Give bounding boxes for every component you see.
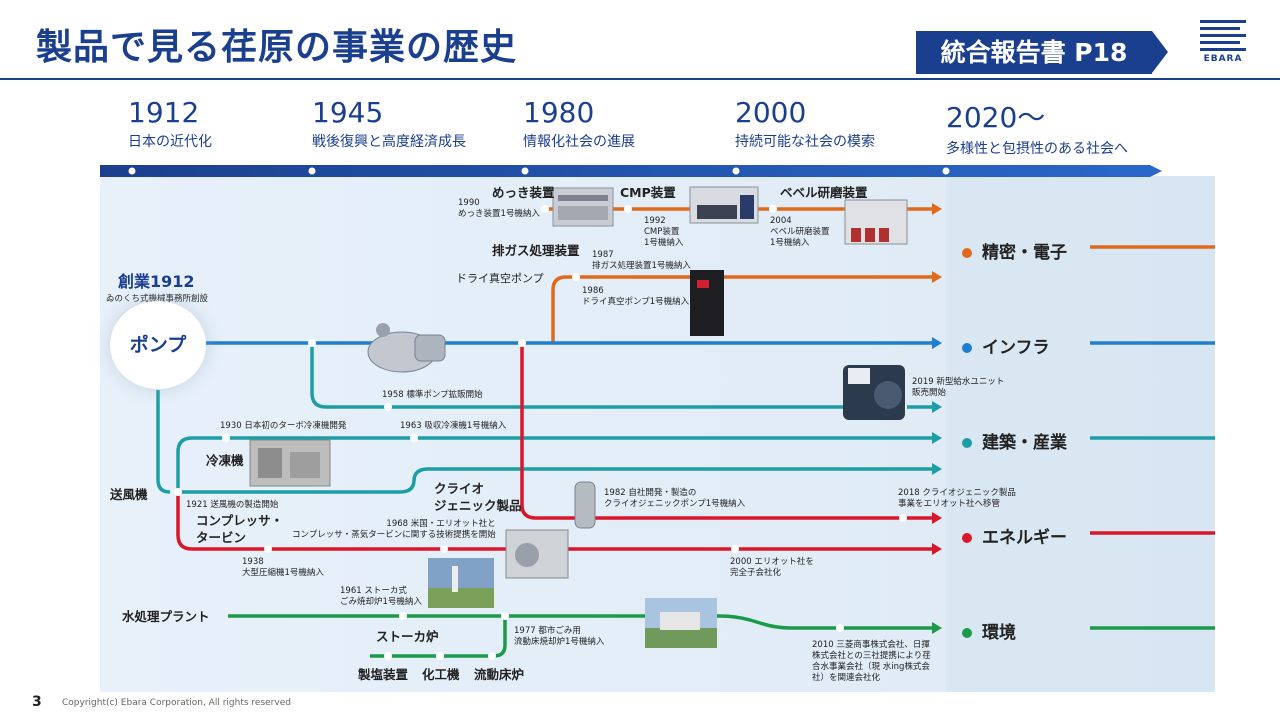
event-1938: 1938 大型圧縮機1号機納入 xyxy=(242,557,324,578)
product-cmp: CMP装置 xyxy=(620,185,676,200)
event-1963: 1963 吸収冷凍機1号機納入 xyxy=(400,421,507,431)
product-refrigerator: 冷凍機 xyxy=(206,453,244,468)
event-1921: 1921 送風機の製造開始 xyxy=(186,500,279,510)
pump-label: ポンプ xyxy=(129,334,187,356)
compressor-photo xyxy=(505,529,569,579)
stoker-plant-photo xyxy=(428,558,494,608)
standard-pump-image xyxy=(367,323,446,373)
event-1982: 1982 自社開発・製造の クライオジェニックポンプ1号機納入 xyxy=(604,488,746,509)
teal-dot-icon xyxy=(962,438,972,448)
product-exhaust: 排ガス処理装置 xyxy=(492,243,580,258)
report-label: 統合報告書 P18 xyxy=(940,38,1128,67)
plating-machine-image xyxy=(552,187,614,227)
era-2020: 2020〜多様性と包摂性のある社会へ xyxy=(946,101,1128,157)
product-stoker: ストーカ炉 xyxy=(376,629,439,644)
product-salt: 製塩装置 xyxy=(358,667,409,682)
product-blower: 送風機 xyxy=(110,487,148,502)
category-energy: エネルギー xyxy=(962,523,1067,548)
product-water-plant: 水処理プラント xyxy=(122,609,210,624)
pump-origin-node: ポンプ xyxy=(110,301,206,389)
event-2004: 2004 ベベル研磨装置 1号機納入 xyxy=(770,216,830,248)
product-compressor: コンプレッサ・ タービン xyxy=(196,513,284,545)
product-chem: 化工機 xyxy=(422,667,460,682)
founding-sub: ゐのくち式機械事務所創設 xyxy=(106,294,209,304)
event-2010: 2010 三菱商事株式会社、日揮 株式会社との三社提携により荏 合水事業会社（現… xyxy=(812,640,931,683)
water-supply-unit-image xyxy=(843,365,905,420)
founding-title: 創業1912 xyxy=(118,272,195,291)
event-1930: 1930 日本初のターボ冷凍機開発 xyxy=(220,421,347,431)
category-infrastructure: インフラ xyxy=(962,333,1050,358)
event-2000: 2000 エリオット社を 完全子会社化 xyxy=(730,557,814,578)
product-cryogenic: クライオ ジェニック製品 xyxy=(434,481,522,513)
event-1958: 1958 標準ポンプ拡販開始 xyxy=(382,390,483,400)
header-divider xyxy=(0,78,1280,80)
green-dot-icon xyxy=(962,628,972,638)
blue-dot-icon xyxy=(962,343,972,353)
event-2018: 2018 クライオジェニック製品 事業をエリオット社へ移管 xyxy=(898,488,1016,509)
category-building-industry: 建築・産業 xyxy=(962,428,1067,453)
cryogenic-pump-image xyxy=(574,481,596,529)
page-number: 3 xyxy=(32,694,42,710)
page-title: 製品で見る荏原の事業の歴史 xyxy=(36,27,518,68)
event-1990: 1990 めっき装置1号機納入 xyxy=(458,198,540,219)
product-bevel: ベベル研磨装置 xyxy=(780,185,868,200)
report-link-badge[interactable]: 統合報告書 P18 xyxy=(916,31,1170,74)
event-2019: 2019 新型給水ユニット 販売開始 xyxy=(912,377,1005,398)
orange-dot-icon xyxy=(962,248,972,258)
cmp-machine-image xyxy=(689,186,759,224)
category-environment: 環境 xyxy=(962,618,1016,643)
logo-text: EBARA xyxy=(1203,54,1243,64)
event-1977: 1977 都市ごみ用 流動床焼却炉1号機納入 xyxy=(514,626,605,647)
refrigerator-photo xyxy=(249,439,331,487)
ebara-logo-icon xyxy=(1198,16,1248,66)
category-precision-electronics: 精密・電子 xyxy=(962,238,1067,263)
event-1992: 1992 CMP装置 1号機納入 xyxy=(644,216,684,248)
bevel-machine-image xyxy=(844,199,908,245)
product-dry-pump: ドライ真空ポンプ xyxy=(456,272,544,285)
event-1961: 1961 ストーカ式 ごみ焼却炉1号機納入 xyxy=(340,586,422,607)
event-1986: 1986 ドライ真空ポンプ1号機納入 xyxy=(582,286,690,307)
event-1987: 1987 排ガス処理装置1号機納入 xyxy=(592,250,691,271)
copyright: Copyright(c) Ebara Corporation, All righ… xyxy=(62,698,291,708)
dry-pump-image xyxy=(690,270,724,336)
event-1968: 1968 米国・エリオット社と コンプレッサ・蒸気タービンに関する技術提携を開始 xyxy=(292,519,496,540)
red-dot-icon xyxy=(962,533,972,543)
water-plant-photo xyxy=(645,598,717,648)
product-fluid-bed: 流動床炉 xyxy=(474,667,525,682)
product-plating: めっき装置 xyxy=(492,185,555,200)
